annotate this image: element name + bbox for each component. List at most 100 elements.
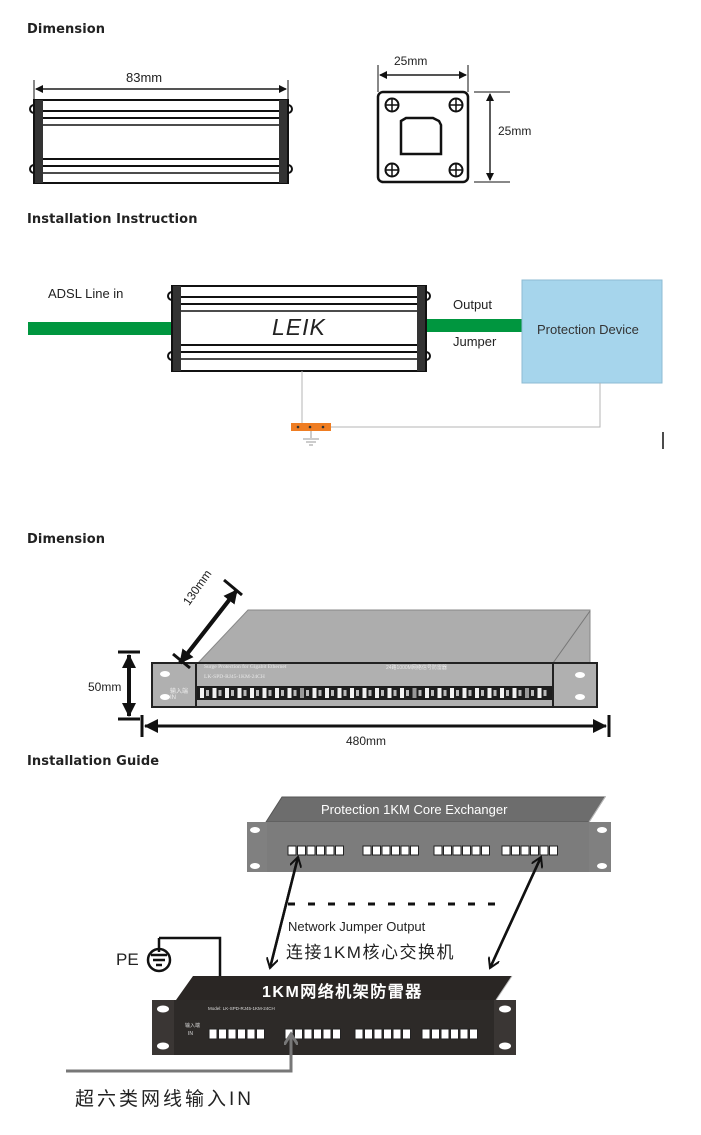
output-label: Output (453, 297, 493, 312)
rj45-port (400, 845, 410, 856)
rj45-port (237, 1028, 246, 1040)
protective-earth-icon (146, 938, 172, 973)
port-led (256, 690, 259, 696)
cat6a-input-label: 超六类网线输入IN (75, 1089, 255, 1110)
rj45-port (537, 688, 542, 698)
core-exchanger-title: Protection 1KM Core Exchanger (321, 802, 508, 817)
arrester-model: Model: LK-SPD-RJ45-1KM-24CH (208, 1006, 275, 1011)
port-led (268, 690, 272, 696)
rj45-port (425, 688, 429, 698)
rj45-port (410, 845, 419, 856)
installation-guide-diagram (66, 796, 611, 1073)
port-led (243, 690, 247, 696)
port-led (381, 690, 384, 696)
rj45-port (530, 845, 539, 856)
rj45-port (412, 688, 417, 698)
rj45-port (275, 688, 279, 698)
rack-arrester-dimension (118, 578, 611, 737)
port-led (506, 690, 509, 696)
rj45-port (462, 845, 471, 856)
panel-text-line1: Surge Protection for Gigabit Ethernet (204, 664, 287, 670)
output-jumper-cable (426, 319, 522, 332)
rj45-port (294, 1028, 303, 1040)
rj45-port (487, 688, 492, 698)
rack-ear-right (552, 662, 598, 708)
adsl-input-cable (28, 322, 173, 335)
rj45-port (200, 688, 204, 698)
rj45-port (212, 688, 217, 698)
protection-device-label: Protection Device (537, 322, 639, 337)
port-led (418, 690, 422, 696)
rj45-port (433, 845, 443, 856)
adsl-line-in-label: ADSL Line in (48, 286, 124, 301)
ground-bar-icon (291, 423, 331, 446)
port-led (393, 690, 397, 696)
rj45-port (325, 845, 335, 856)
rj45-port (287, 688, 292, 698)
screw-icon (384, 97, 400, 113)
rj45-port (354, 1028, 364, 1040)
rj45-port (337, 688, 342, 698)
rj45-port (300, 688, 304, 698)
rj45-port (402, 1028, 411, 1040)
port-led (493, 690, 497, 696)
port-led (281, 690, 284, 696)
rj45-port (335, 845, 344, 856)
rj45-port (332, 1028, 341, 1040)
rj45-port (256, 1028, 265, 1040)
rj45-port (362, 688, 367, 698)
installation-guide-heading: Installation Guide (27, 754, 160, 769)
port-led (306, 690, 309, 696)
rj45-port (287, 845, 297, 856)
rj45-port (512, 688, 517, 698)
side-width-label: 83mm (126, 70, 163, 85)
rj45-port (500, 688, 504, 698)
port-led (468, 690, 472, 696)
rj45-port (373, 1028, 383, 1040)
rj45-port (225, 688, 229, 698)
rack-arrester-device (152, 975, 516, 1055)
rj45-port (450, 1028, 459, 1040)
ear-text-en: IN (170, 695, 176, 701)
port-led (293, 690, 297, 696)
port-led (406, 690, 409, 696)
rack-height-label: 50mm (88, 680, 122, 694)
port-led (368, 690, 372, 696)
rj45-port (316, 845, 325, 856)
rj45-port (218, 1028, 227, 1040)
rj45-port (452, 845, 462, 856)
rack-ear-left (151, 662, 197, 708)
rj45-port (437, 688, 442, 698)
rj45-port (325, 688, 329, 698)
leik-surge-protector (167, 285, 431, 372)
port-led (343, 690, 347, 696)
pe-wire (159, 936, 222, 977)
rj45-port-icon (399, 116, 443, 156)
rj45-port (381, 845, 391, 856)
end-view-device (376, 65, 510, 184)
port-led (356, 690, 359, 696)
port-led (331, 690, 334, 696)
screw-icon (384, 162, 400, 178)
rj45-port (549, 845, 558, 856)
port-led (206, 690, 209, 696)
rj45-port (383, 1028, 392, 1040)
port-led (231, 690, 234, 696)
port-led (531, 690, 534, 696)
rj45-port (303, 1028, 313, 1040)
dimension-heading-1: Dimension (27, 22, 106, 37)
rj45-port (392, 1028, 402, 1040)
rj45-port (262, 688, 267, 698)
rj45-port (312, 688, 317, 698)
screw-icon (448, 97, 464, 113)
arrester-in-en: IN (188, 1031, 193, 1037)
rj45-port (539, 845, 549, 856)
rj45-port (375, 688, 379, 698)
dimension-heading-2: Dimension (27, 532, 106, 547)
rj45-port (350, 688, 354, 698)
rj45-port (431, 1028, 440, 1040)
rj45-port (391, 845, 400, 856)
rj45-port (313, 1028, 322, 1040)
rj45-port (237, 688, 242, 698)
